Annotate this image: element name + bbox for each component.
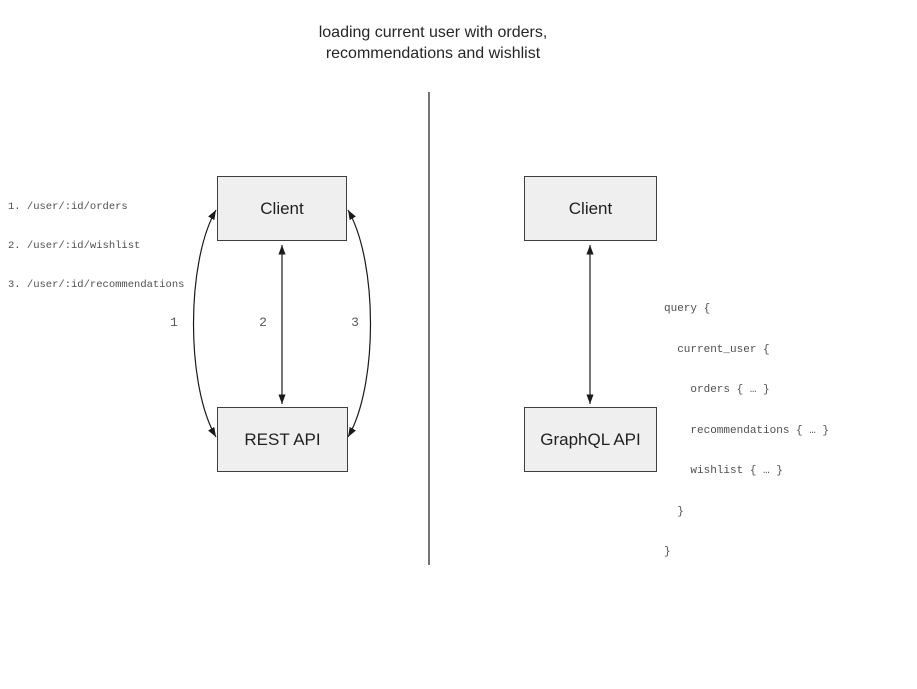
query-line-5: wishlist { … } bbox=[664, 465, 783, 477]
panel-divider bbox=[428, 92, 430, 565]
graphql-query-code: query { current_user { orders { … } reco… bbox=[664, 276, 829, 587]
rest-route-3: 3. /user/:id/recommendations bbox=[8, 279, 185, 291]
rest-arrow-label-3: 3 bbox=[351, 315, 359, 330]
rest-client-node: Client bbox=[217, 176, 347, 241]
graphql-client-node: Client bbox=[524, 176, 657, 241]
rest-client-label: Client bbox=[260, 198, 304, 218]
rest-api-node: REST API bbox=[217, 407, 348, 472]
query-line-2: current_user { bbox=[664, 343, 770, 356]
rest-api-label: REST API bbox=[244, 429, 321, 449]
diagram-title: loading current user with orders, recomm… bbox=[233, 22, 633, 64]
title-line-2: recommendations and wishlist bbox=[325, 45, 541, 62]
rest-route-1: 1. /user/:id/orders bbox=[8, 201, 128, 213]
rest-route-2: 2. /user/:id/wishlist bbox=[8, 240, 141, 252]
rest-arrow-label-1: 1 bbox=[170, 315, 178, 330]
query-line-3: orders { … } bbox=[664, 384, 770, 396]
graphql-api-node: GraphQL API bbox=[524, 407, 657, 472]
query-line-1: query { bbox=[664, 303, 711, 315]
rest-arrow-label-2: 2 bbox=[259, 315, 267, 330]
query-line-4: recommendations { … } bbox=[664, 424, 830, 437]
graphql-client-label: Client bbox=[568, 198, 613, 218]
graphql-api-label: GraphQL API bbox=[540, 429, 641, 449]
query-line-7: } bbox=[664, 546, 671, 558]
query-line-6: } bbox=[664, 505, 684, 518]
rest-routes-list: 1. /user/:id/orders 2. /user/:id/wishlis… bbox=[8, 175, 184, 318]
title-line-1: loading current user with orders, bbox=[318, 24, 548, 41]
rest-arrow-1 bbox=[192, 209, 217, 438]
